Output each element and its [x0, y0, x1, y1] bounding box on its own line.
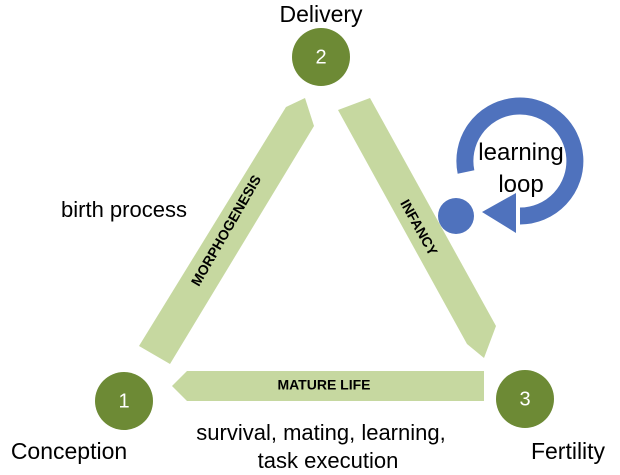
delivery-label: Delivery: [279, 1, 363, 27]
node-1-number: 1: [118, 390, 129, 412]
node-2-number: 2: [315, 46, 326, 68]
birth-process-label: birth process: [61, 197, 187, 222]
learning-loop-dot: [438, 198, 474, 234]
infancy-arrow: [338, 98, 496, 358]
node-2-delivery: [292, 28, 350, 86]
morphogenesis-arrow: [139, 98, 314, 364]
learning-loop-arrowhead: [482, 193, 516, 233]
node-3-number: 3: [519, 388, 530, 410]
mature-life-activities-line2: task execution: [258, 448, 399, 473]
mature-life-activities-line1: survival, mating, learning,: [196, 420, 445, 445]
mature-life-label: MATURE LIFE: [277, 377, 370, 393]
mature-life-arrow: [172, 371, 484, 401]
learning-loop-ring: [456, 97, 584, 225]
learning-loop-label-line1: learning: [478, 139, 563, 166]
learning-loop-label-line2: loop: [498, 171, 543, 198]
conception-label: Conception: [11, 438, 127, 464]
node-1-conception: [95, 372, 153, 430]
node-3-fertility: [496, 370, 554, 428]
fertility-label: Fertility: [531, 438, 606, 464]
